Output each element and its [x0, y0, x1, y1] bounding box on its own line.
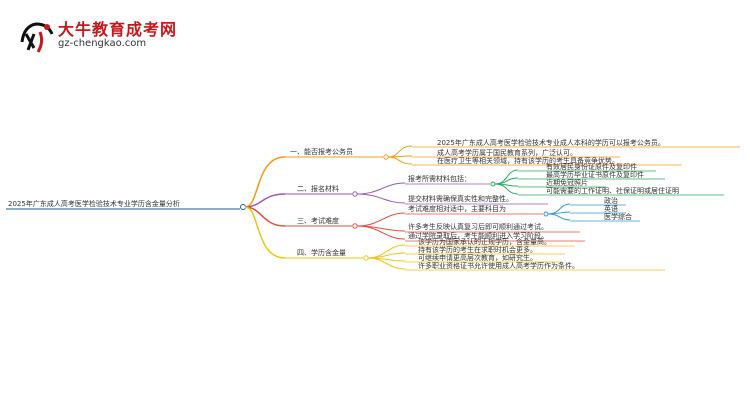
bull-logo-icon	[20, 22, 54, 53]
branch-3-sub-label: 考试难度相对适中，主要科目为	[408, 204, 506, 213]
branch-3-item-1: 通过学院录取后，考生能顺利进入学习阶段。	[408, 231, 548, 240]
branch-2-label: 二、报名材料	[297, 184, 339, 193]
branch-2-sub-item-1: 最高学历毕业证书原件及复印件	[546, 170, 644, 179]
branch-3-sub-link-2	[547, 213, 571, 221]
branch-4-item-1: 持有该学历的考生在求职时机会更多。	[418, 245, 537, 254]
branch-3-sub-link-1	[547, 211, 571, 215]
branch-2-sub-item-3: 可能需要的工作证明、社保证明或居住证明	[546, 186, 679, 195]
branch-1-link-2	[387, 156, 413, 165]
branch-2-sub-item-0: 有效居民身份证原件及复印件	[546, 162, 637, 171]
branch-3-dot	[352, 223, 358, 229]
branch-2-sub-link-3	[494, 183, 519, 195]
branch-2-sub-link-0	[494, 169, 519, 185]
branch-1-dot	[383, 154, 389, 160]
branch-2-sub-connector	[356, 182, 406, 195]
branch-1-connector	[244, 156, 286, 208]
branch-1-item-2: 在医疗卫生等相关领域，持有该学历的考生具备竞争优势。	[437, 156, 619, 165]
branch-1-link-0	[387, 145, 413, 158]
branch-2-sub-dot	[490, 181, 496, 187]
branch-3-sub-connector	[356, 212, 406, 227]
branch-4-connector	[244, 206, 286, 259]
branch-3-sub-dot	[543, 211, 549, 217]
mindmap-root: 2025年广东成人高考医学检验技术专业学历含金量分析	[8, 199, 180, 208]
branch-3-item-0: 许多考生反映认真复习后即可顺利通过考试。	[408, 222, 548, 231]
branch-2-dot	[352, 191, 358, 197]
branch-3-sub-item-1: 英语	[604, 204, 618, 213]
branch-4-link-1	[367, 252, 406, 259]
branch-4-item-0: 该学历为国家承认的正规学历，含金量高。	[418, 237, 551, 246]
branch-4-dot	[363, 255, 369, 261]
branch-4-label: 四、学历含金量	[297, 248, 346, 257]
branch-3-sub-item-0: 政治	[604, 196, 618, 205]
branch-4-link-0	[367, 244, 406, 259]
branch-2-sub-item-2: 近期免冠照片	[546, 178, 588, 187]
branch-1-item-0: 2025年广东成人高考医学检验技术专业成人本科的学历可以报考公务员。	[437, 138, 665, 147]
branch-4-link-3	[367, 257, 406, 270]
branch-3-sub-item-2: 医学综合	[604, 212, 632, 221]
branch-4-item-2: 可继续申请更高层次教育，如研究生。	[418, 253, 537, 262]
branch-1-label: 一、能否报考公务员	[290, 147, 353, 156]
branch-2-sub-label: 报考所需材料包括：	[408, 174, 471, 183]
root-node-dot	[240, 204, 246, 210]
site-title: 大牛教育成考网	[58, 20, 178, 39]
site-url: gz-chengkao.com	[58, 38, 147, 49]
branch-2-item-0: 提交材料需确保真实性和完整性。	[408, 194, 513, 203]
branch-2-item-connector	[356, 193, 406, 204]
site-logo[interactable]: 大牛教育成考网 gz-chengkao.com	[14, 12, 178, 56]
branch-1-item-1: 成人高考学历属于国民教育系列，广泛认可。	[437, 148, 577, 157]
branch-3-label: 三、考试难度	[297, 216, 339, 225]
branch-2-connector	[244, 193, 286, 208]
branch-3-item-1-connector	[356, 225, 406, 240]
branch-4-item-3: 许多职业资格证书允许使用成人高考学历作为条件。	[418, 261, 579, 270]
